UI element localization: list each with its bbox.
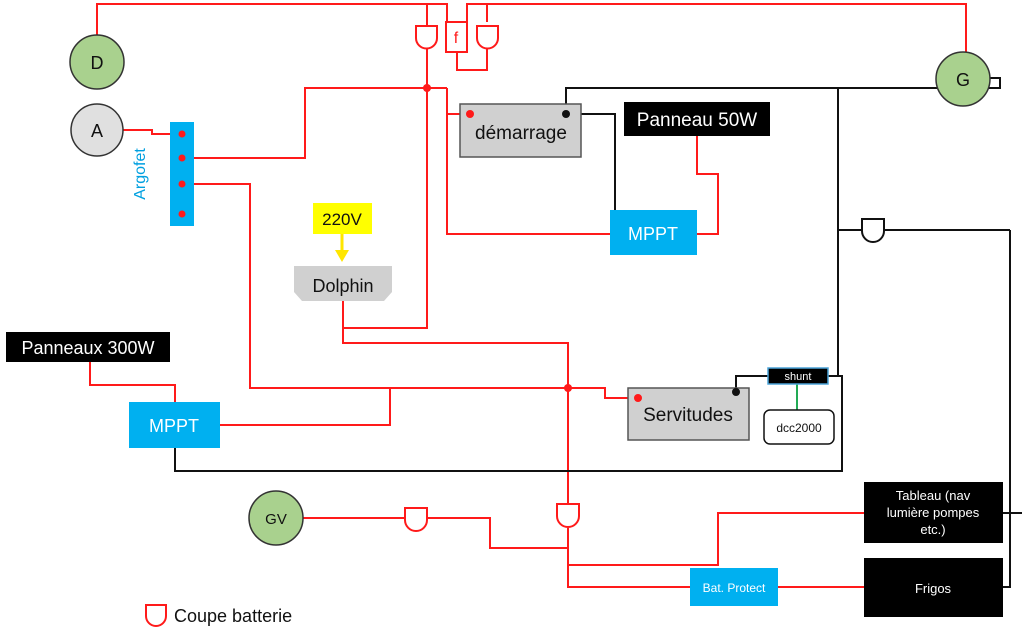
wire-to-servitudes <box>568 387 638 399</box>
terminal-negative <box>732 388 740 396</box>
argofet-terminal <box>178 130 186 138</box>
battery-demarrage-label: démarrage <box>475 123 567 144</box>
solar-panel-300w[interactable] <box>6 332 170 362</box>
generator-gv[interactable] <box>248 490 304 546</box>
wire-argofet-to-center <box>182 87 447 159</box>
fuse-box[interactable] <box>445 21 468 53</box>
wire-demarrage-to-mppt <box>566 113 616 210</box>
wire-g-to-demarrage <box>565 77 1001 114</box>
battery-switch-icon[interactable] <box>861 218 885 243</box>
argofet-terminal <box>178 180 186 188</box>
monitor-dcc2000[interactable] <box>763 409 835 445</box>
argofet-terminal <box>178 154 186 162</box>
wire-shunt-to-mppt <box>174 375 843 472</box>
battery-switch-icon[interactable] <box>476 25 499 50</box>
load-frigos[interactable] <box>864 558 1003 617</box>
charger-dolphin-label: Dolphin <box>312 276 373 296</box>
wire-right-to-loads <box>1003 230 1011 588</box>
terminal-positive <box>634 394 642 402</box>
junction-dot <box>423 84 431 92</box>
terminal-negative <box>562 110 570 118</box>
solar-panel-300w-label: Panneaux 300W <box>21 338 154 358</box>
wire-d-top <box>96 3 428 50</box>
junction-dot <box>564 384 572 392</box>
wire-mppt-left-out <box>220 388 391 426</box>
alternator-a[interactable] <box>70 103 124 157</box>
battery-switch-icon[interactable] <box>556 503 580 528</box>
argofet-terminal <box>178 210 186 218</box>
solar-panel-50w-label: Panneau 50W <box>637 110 757 131</box>
terminal-positive <box>466 110 474 118</box>
load-tableau-line3: etc.) <box>920 522 945 537</box>
mppt-left[interactable] <box>129 402 220 448</box>
wire-fuse-right <box>466 3 967 52</box>
alternator-g-label: G <box>956 70 970 90</box>
load-frigos-label: Frigos <box>915 581 952 596</box>
battery-switches <box>404 25 885 532</box>
alternator-d-label: D <box>91 53 104 73</box>
charger-dolphin[interactable] <box>294 266 392 301</box>
wire-argofet-to-servitudes <box>182 183 568 389</box>
wire-fuse-bottom <box>456 48 488 71</box>
battery-servitudes-label: Servitudes <box>643 405 733 426</box>
fuse-label: f <box>454 30 459 47</box>
red-wires <box>89 3 967 588</box>
mppt-top[interactable] <box>610 210 697 255</box>
alternator-d[interactable] <box>69 34 125 90</box>
battery-switch-icon[interactable] <box>415 25 438 50</box>
battery-switch-icon[interactable] <box>404 507 428 532</box>
arrow-head-icon <box>335 250 349 262</box>
alternator-g[interactable] <box>935 51 991 107</box>
monitor-dcc2000-label: dcc2000 <box>776 421 822 435</box>
legend-coupe-batterie: Coupe batterie <box>174 606 292 626</box>
wire-fuse-left <box>427 3 448 22</box>
shore-power-220v-label: 220V <box>322 210 362 229</box>
shunt[interactable] <box>767 367 829 385</box>
battery-switch-legend-icon <box>145 604 167 627</box>
wire-servitudes-shunt <box>735 375 768 392</box>
battery-demarrage[interactable] <box>459 103 582 158</box>
wire-dolphin-down <box>342 300 569 506</box>
load-tableau-line2: lumière pompes <box>887 505 980 520</box>
alternator-a-label: A <box>91 121 103 141</box>
battery-servitudes[interactable] <box>627 387 750 441</box>
black-wires <box>174 77 1022 588</box>
bat-protect[interactable] <box>690 568 778 606</box>
wire-a-to-argofet <box>122 129 182 135</box>
shunt-label: shunt <box>785 371 812 383</box>
wire-panneau50 <box>696 136 719 235</box>
mppt-top-label: MPPT <box>628 224 678 244</box>
wire-to-tableau <box>568 512 864 566</box>
wire-panneaux300 <box>89 362 176 402</box>
argofet-bar[interactable] <box>170 122 194 226</box>
wire-to-demarrage <box>446 88 610 235</box>
argofet-label: Argofet <box>132 148 149 200</box>
load-tableau[interactable] <box>864 482 1003 543</box>
wire-bus-down <box>567 528 690 588</box>
load-tableau-line1: Tableau (nav <box>896 488 971 503</box>
shore-power-220v[interactable] <box>313 203 372 234</box>
solar-panel-50w[interactable] <box>624 102 770 136</box>
bat-protect-label: Bat. Protect <box>703 581 766 595</box>
generator-gv-label: GV <box>265 511 287 528</box>
wire-gv-to-bus <box>427 517 568 549</box>
mppt-left-label: MPPT <box>149 416 199 436</box>
